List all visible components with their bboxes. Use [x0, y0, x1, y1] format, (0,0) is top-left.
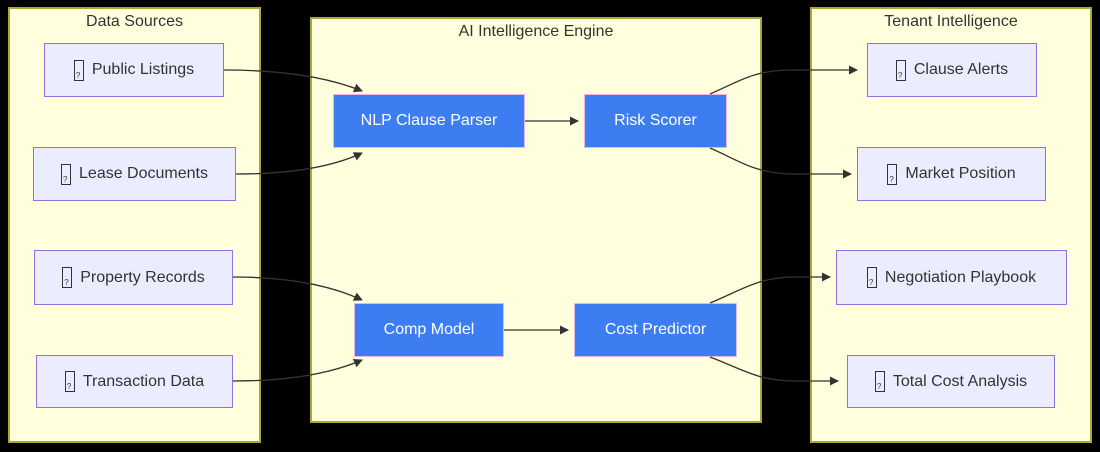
- node-label: NLP Clause Parser: [360, 112, 498, 129]
- missing-glyph-icon: [64, 371, 75, 392]
- subgraph-title: AI Intelligence Engine: [458, 23, 614, 40]
- node-label: Cost Predictor: [604, 321, 707, 338]
- node-label: Comp Model: [383, 321, 475, 338]
- node-transaction-data: Transaction Data: [36, 355, 233, 408]
- node-nlp-clause-parser: NLP Clause Parser: [333, 94, 525, 148]
- node-label: Market Position: [905, 165, 1016, 182]
- missing-glyph-icon: [866, 267, 877, 288]
- node-label: Property Records: [80, 268, 205, 286]
- missing-glyph-icon: [874, 371, 885, 392]
- subgraph-title: Data Sources: [86, 13, 183, 30]
- node-label: Public Listings: [91, 61, 195, 78]
- missing-glyph-icon: [73, 59, 84, 81]
- node-label: Lease Documents: [79, 165, 208, 182]
- node-cost-predictor: Cost Predictor: [574, 303, 737, 357]
- node-comp-model: Comp Model: [354, 303, 504, 357]
- subgraph-ai-intelligence-engine: AI Intelligence Engine NLP Clause Parser…: [310, 17, 762, 423]
- subgraph-tenant-intelligence: Tenant Intelligence Clause Alerts Market…: [810, 7, 1092, 443]
- node-total-cost-analysis: Total Cost Analysis: [847, 355, 1055, 408]
- missing-glyph-icon: [887, 163, 898, 185]
- node-risk-scorer: Risk Scorer: [584, 94, 727, 148]
- node-label: Negotiation Playbook: [884, 268, 1037, 286]
- missing-glyph-icon: [895, 59, 906, 81]
- node-label: Clause Alerts: [913, 61, 1009, 78]
- missing-glyph-icon: [62, 267, 73, 288]
- subgraph-title: Tenant Intelligence: [884, 13, 1018, 30]
- node-label: Total Cost Analysis: [892, 372, 1028, 390]
- subgraph-data-sources: Data Sources Public Listings Lease Docum…: [8, 7, 261, 443]
- node-lease-documents: Lease Documents: [33, 147, 236, 201]
- node-public-listings: Public Listings: [44, 43, 224, 97]
- node-label: Transaction Data: [82, 372, 205, 390]
- node-property-records: Property Records: [34, 250, 233, 305]
- node-label: Risk Scorer: [614, 112, 697, 129]
- missing-glyph-icon: [61, 163, 72, 185]
- node-clause-alerts: Clause Alerts: [867, 43, 1037, 97]
- node-negotiation-playbook: Negotiation Playbook: [836, 250, 1067, 305]
- node-market-position: Market Position: [857, 147, 1046, 201]
